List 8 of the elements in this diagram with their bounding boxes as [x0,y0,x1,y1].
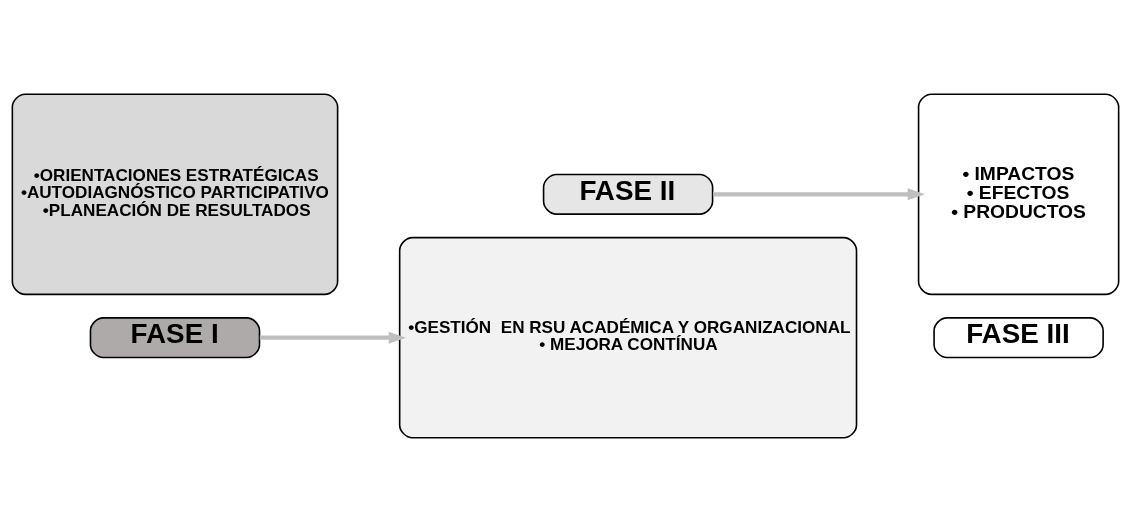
arrow [712,187,925,200]
node-box: FASE II [542,173,714,215]
arrow [259,331,406,344]
node-box: •ORIENTACIONES ESTRATÉGICAS •AUTODIAGNÓSTICO PARTICIPATIVO •PLANEACIÓN DE RESULTADOS [11,93,339,295]
node-box: • IMPACTOS • EFECTOS • PRODUCTOS [917,93,1120,295]
node-box: FASE I [89,316,261,358]
node-box: •GESTIÓN EN RSU ACADÉMICA Y ORGANIZACIONAL • MEJORA CONTÍNUA [398,236,858,439]
node-box: FASE III [933,316,1104,358]
